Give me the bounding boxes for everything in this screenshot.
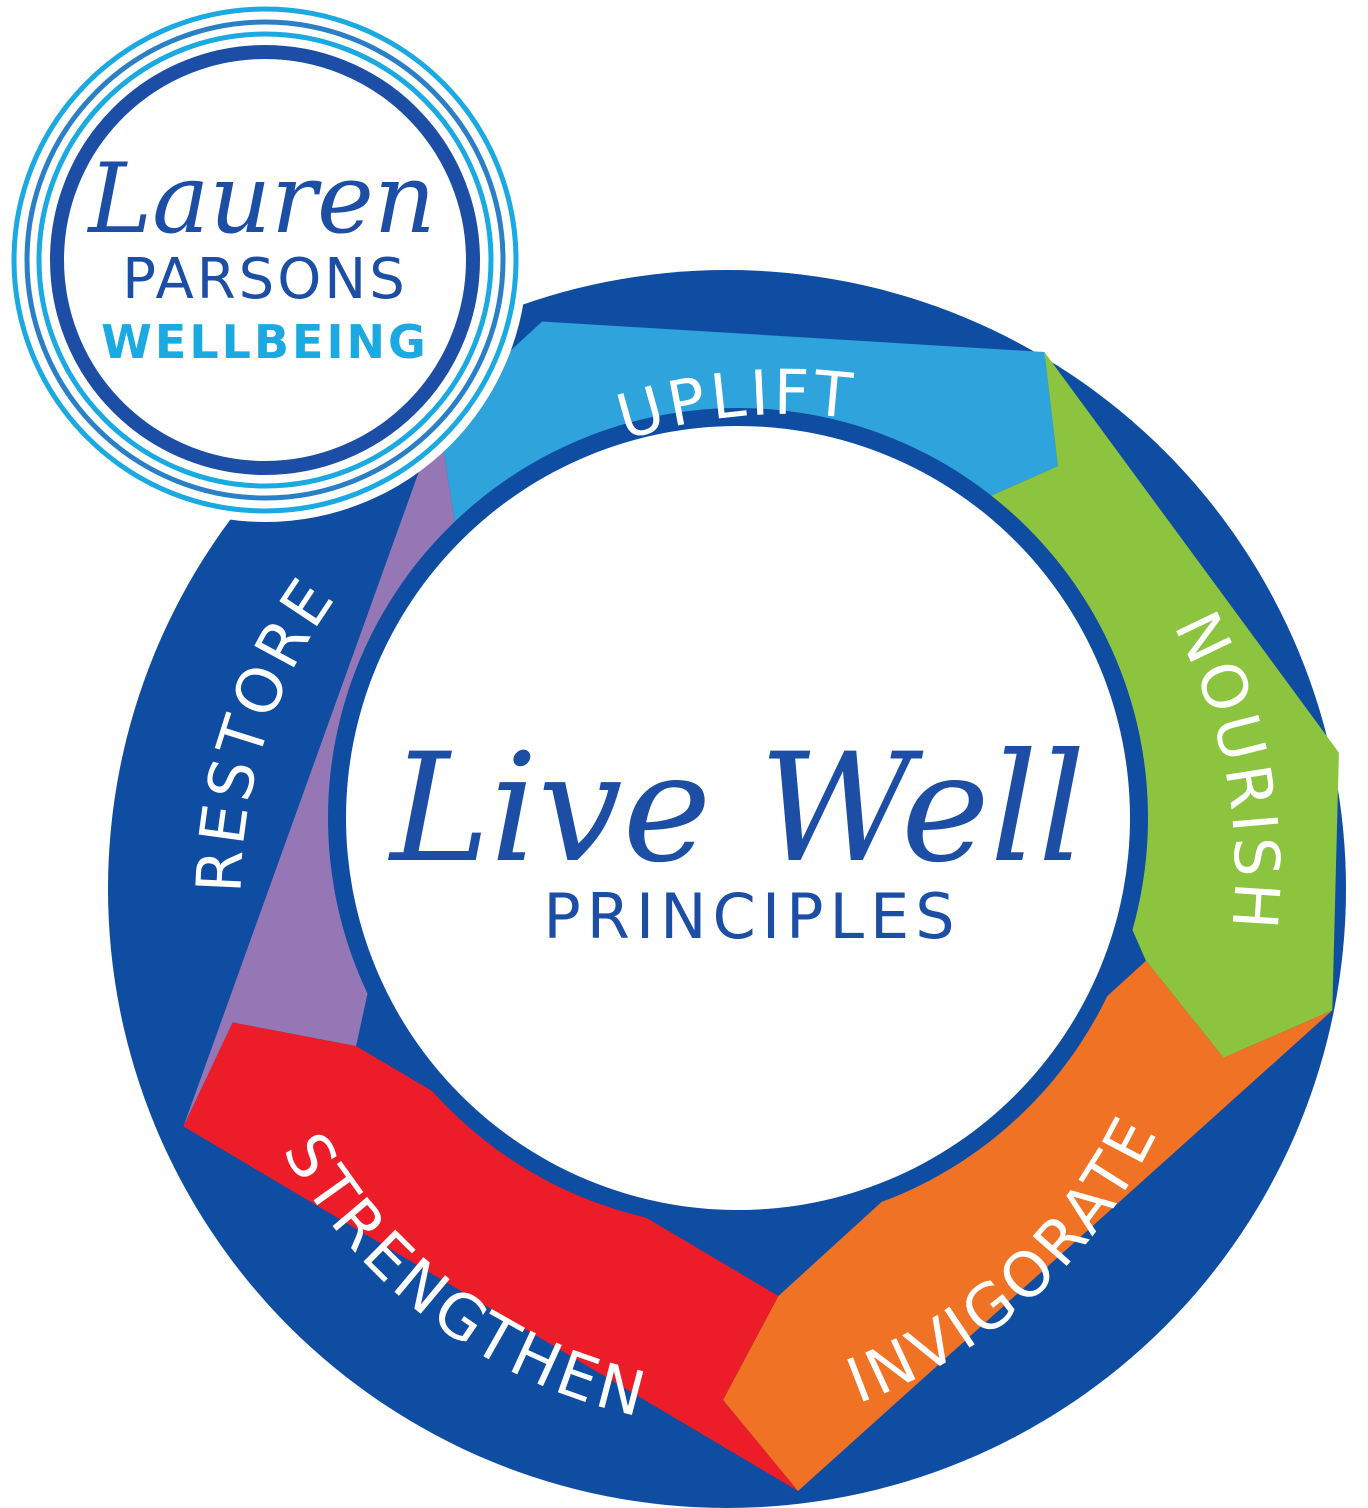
center-title: Live Well PRINCIPLES xyxy=(387,722,1085,953)
logo-ring-1 xyxy=(11,6,519,514)
logo-badge: Lauren PARSONS WELLBEING xyxy=(3,0,527,522)
logo-ring-3 xyxy=(36,31,494,489)
segment-restore xyxy=(183,417,462,1127)
logo-ring-4 xyxy=(50,45,480,475)
center-caps-title: PRINCIPLES xyxy=(543,880,960,953)
segment-invigorate xyxy=(723,960,1333,1491)
logo-ring-2 xyxy=(24,19,506,501)
logo-tagline: WELLBEING xyxy=(101,315,429,369)
segment-nourish xyxy=(949,352,1339,1058)
center-disc xyxy=(346,426,1130,1210)
logo-name-script: Lauren xyxy=(86,143,435,255)
segment-strengthen xyxy=(183,1022,798,1491)
logo-name-caps: PARSONS xyxy=(122,247,407,312)
center-script-title: Live Well xyxy=(387,722,1085,896)
